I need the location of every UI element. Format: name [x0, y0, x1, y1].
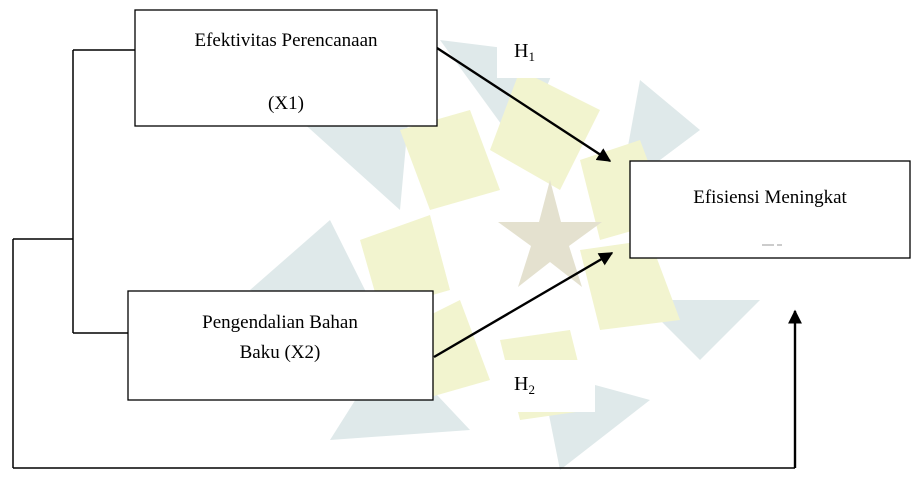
x2-box	[127, 290, 434, 401]
watermark-petal	[300, 100, 410, 210]
x1-label-line2: (X1)	[268, 93, 304, 114]
watermark-petal	[360, 215, 450, 310]
h1-label-background	[497, 20, 595, 78]
h1-subscript: 1	[528, 49, 535, 64]
x1-node: Efektivitas Perencanaan (X1)	[134, 9, 438, 127]
watermark-petal	[400, 110, 500, 210]
y-label-line1: Efisiensi Meningkat	[693, 187, 847, 208]
h1-text: H1	[514, 40, 535, 64]
y-box	[629, 160, 911, 259]
h2-label-background	[497, 360, 595, 412]
h2-subscript: 2	[528, 382, 535, 397]
x2-label-line2: Baku (X2)	[240, 342, 321, 363]
y-node: Efisiensi Meningkat	[629, 160, 911, 259]
h2-base: H	[514, 373, 528, 395]
x2-node: Pengendalian Bahan Baku (X2)	[127, 290, 434, 401]
h2-arrow	[433, 251, 614, 359]
h2-text: H2	[514, 373, 535, 397]
h1-label: H1	[497, 20, 595, 78]
h2-label: H2	[497, 360, 595, 412]
x1-box	[134, 9, 438, 127]
left-bracket-connector	[12, 49, 795, 469]
watermark-star-icon	[498, 180, 602, 287]
h1-base: H	[514, 40, 528, 62]
x2-label-line1: Pengendalian Bahan	[202, 312, 358, 333]
h1-arrow	[436, 46, 612, 163]
x1-label-line1: Efektivitas Perencanaan	[194, 30, 378, 51]
